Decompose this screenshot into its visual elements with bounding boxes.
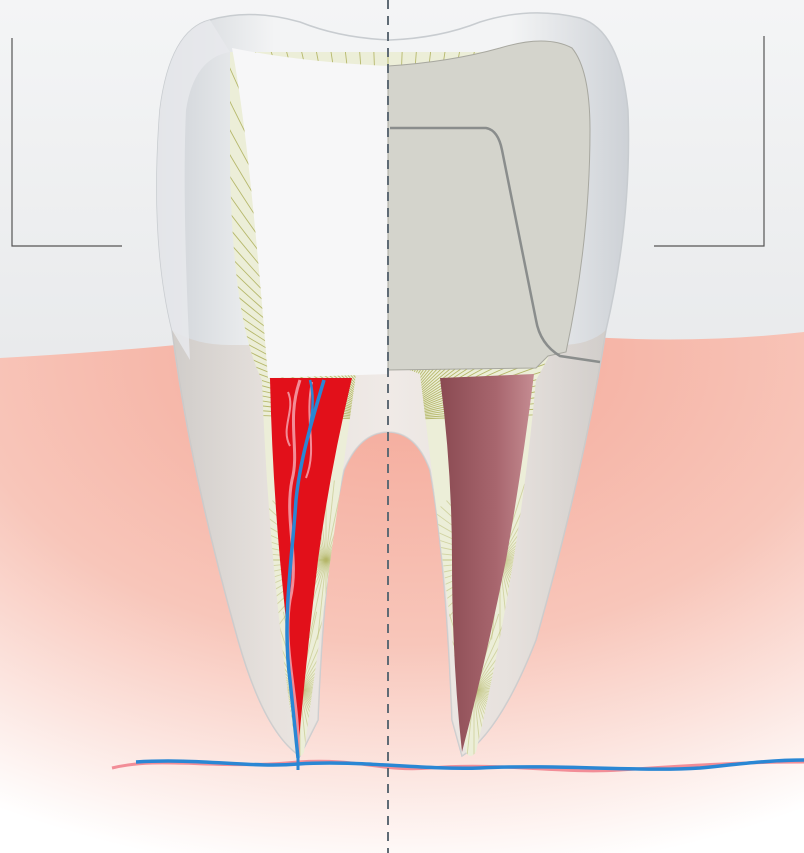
- crown-restoration: [388, 41, 590, 370]
